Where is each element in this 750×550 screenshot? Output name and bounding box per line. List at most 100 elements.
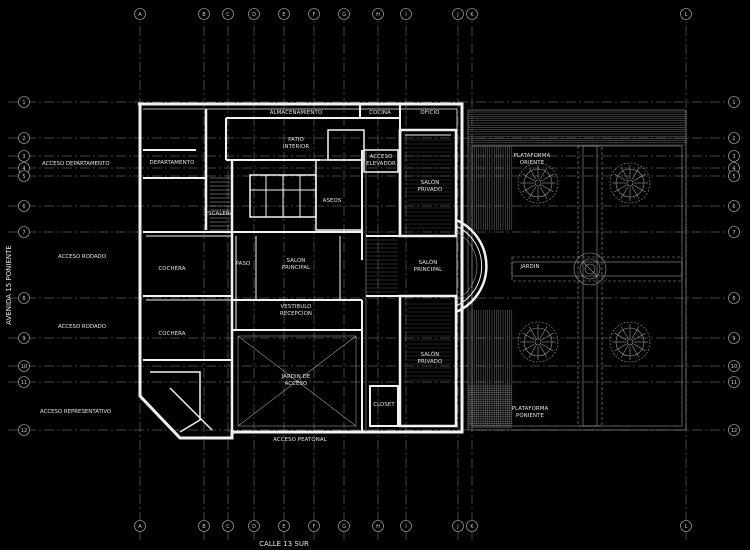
- grid-bubble-text: 7: [732, 230, 735, 236]
- grid-lines: [8, 8, 742, 540]
- grid-bubble-text: 3: [732, 154, 735, 160]
- grid-bubble-text: I: [405, 12, 406, 18]
- grid-bubble-text: K: [470, 12, 474, 18]
- grid-bubble-10: 10: [18, 360, 30, 372]
- grid-bubble-text: B: [202, 524, 206, 530]
- tree-3: [517, 321, 559, 363]
- grid-bubble-G: G: [338, 8, 350, 20]
- grid-bubble-L: L: [680, 8, 692, 20]
- grid-bubble-text: J: [456, 12, 458, 18]
- street-label-west: AVENIDA 15 PONIENTE: [5, 245, 13, 325]
- grid-bubble-text: E: [282, 12, 285, 18]
- grid-bubble-6: 6: [18, 200, 30, 212]
- tree-1: [517, 162, 559, 204]
- grid-bubble-G: G: [338, 520, 350, 532]
- grid-bubble-I: I: [400, 8, 412, 20]
- grid-bubble-5: 5: [18, 170, 30, 182]
- grid-bubble-7: 7: [18, 226, 30, 238]
- garden-paths: [467, 109, 687, 431]
- grid-bubble-A: A: [134, 520, 146, 532]
- grid-bubble-text: D: [252, 524, 256, 530]
- grid-bubble-text: 12: [21, 428, 27, 434]
- grid-bubble-text: 9: [22, 336, 25, 342]
- grid-bubble-text: 5: [732, 174, 735, 180]
- grid-bubble-9: 9: [728, 332, 740, 344]
- grid-bubble-7: 7: [728, 226, 740, 238]
- grid-bubble-1: 1: [728, 96, 740, 108]
- grid-bubble-text: D: [252, 12, 256, 18]
- grid-bubble-K: K: [466, 8, 478, 20]
- grid-bubble-H: H: [372, 520, 384, 532]
- grid-bubble-text: F: [313, 12, 316, 18]
- grid-bubble-text: I: [405, 524, 406, 530]
- label-cochera-top: COCHERA: [158, 266, 185, 272]
- label-acceso-rodado-2: ACCESO RODADO: [58, 324, 106, 330]
- grid-bubble-F: F: [308, 520, 320, 532]
- grid-bubble-text: K: [470, 524, 474, 530]
- grid-bubble-text: G: [342, 12, 346, 18]
- label-escalera: ESCALERA: [205, 211, 234, 217]
- grid-bubble-8: 8: [728, 292, 740, 304]
- grid-bubble-K: K: [466, 520, 478, 532]
- grid-bubble-text: C: [226, 524, 230, 530]
- label-acceso-rodado-1: ACCESO RODADO: [58, 254, 106, 260]
- garden-trees: [517, 162, 651, 363]
- label-cochera-bottom: COCHERA: [158, 331, 185, 337]
- grid-bubble-2: 2: [18, 132, 30, 144]
- grid-bubble-text: H: [376, 524, 380, 530]
- grid-bubble-text: A: [138, 524, 142, 530]
- grid-bubble-text: J: [456, 524, 458, 530]
- access-labels: ACCESO DEPARTAMENTO ACCESO RODADO ACCESO…: [40, 161, 111, 415]
- grid-bubble-text: H: [376, 12, 380, 18]
- grid-bubble-11: 11: [18, 376, 30, 388]
- grid-bubble-6: 6: [728, 200, 740, 212]
- grid-bubble-text: 2: [732, 136, 735, 142]
- grid-bubble-text: 10: [731, 364, 737, 370]
- grid-bubble-text: C: [226, 12, 230, 18]
- grid-bubble-text: L: [685, 524, 688, 530]
- tree-2: [609, 162, 651, 204]
- grid-bubble-F: F: [308, 8, 320, 20]
- label-closet: CLOSET: [373, 402, 395, 408]
- label-jardin: JARDIN: [519, 264, 539, 270]
- grid-bubble-D: D: [248, 8, 260, 20]
- grid-bubble-3: 3: [18, 150, 30, 162]
- grid-bubble-text: E: [282, 524, 285, 530]
- grid-bubble-text: G: [342, 524, 346, 530]
- grid-bubble-text: 8: [22, 296, 25, 302]
- grid-bubble-D: D: [248, 520, 260, 532]
- grid-bubble-5: 5: [728, 170, 740, 182]
- grid-bubble-10: 10: [728, 360, 740, 372]
- grid-bubble-11: 11: [728, 376, 740, 388]
- grid-bubble-2: 2: [728, 132, 740, 144]
- grid-bubble-text: 6: [22, 204, 25, 210]
- grid-bubble-text: 8: [732, 296, 735, 302]
- label-cocina: COCINA: [369, 110, 391, 116]
- grid-bubble-text: 3: [22, 154, 25, 160]
- grid-bubble-text: 1: [732, 100, 735, 106]
- grid-bubble-text: B: [202, 12, 206, 18]
- grid-bubble-text: 10: [21, 364, 27, 370]
- grid-bubble-E: E: [278, 520, 290, 532]
- grid-bubble-text: 5: [22, 174, 25, 180]
- grid-bubble-C: C: [222, 520, 234, 532]
- street-label-south: CALLE 13 SUR: [259, 540, 309, 548]
- terrace-hatching: [468, 111, 686, 429]
- grid-bubble-9: 9: [18, 332, 30, 344]
- building-walls: [138, 102, 488, 440]
- label-departamento: DEPARTAMENTO: [150, 160, 195, 166]
- grid-bubble-text: 6: [732, 204, 735, 210]
- grid-bubble-text: 12: [731, 428, 737, 434]
